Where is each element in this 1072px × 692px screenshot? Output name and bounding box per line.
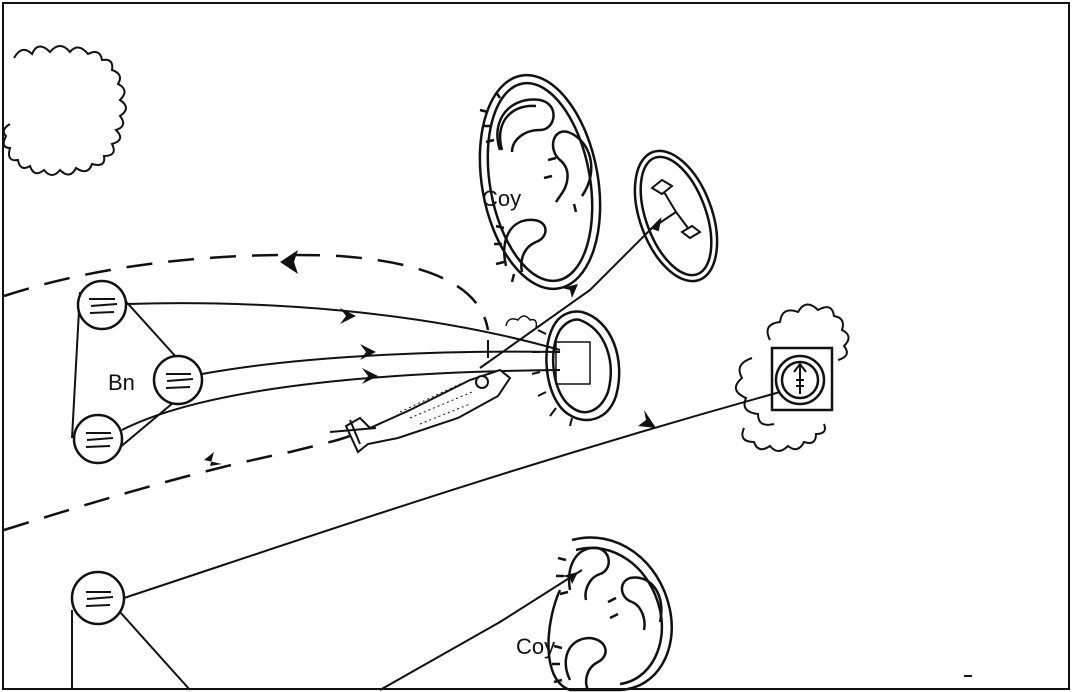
route-arrowhead — [280, 250, 298, 274]
command-post-icon — [555, 341, 591, 385]
fire-line — [479, 219, 661, 369]
anti-tank-weapon-icon — [552, 636, 607, 691]
company-position-lower: Coy — [516, 536, 673, 692]
objective-area — [633, 149, 719, 283]
battery-unit-icon — [72, 413, 124, 465]
fire-line — [121, 369, 561, 431]
attack-helicopter-icon — [329, 368, 512, 454]
helicopter-route-lower — [3, 428, 363, 532]
artillery-battery-objective — [770, 346, 834, 412]
route-arrowhead — [204, 452, 222, 466]
woods-outline-icon — [2, 45, 127, 176]
bn-label: Bn — [108, 370, 135, 395]
coy-label-lower: Coy — [516, 634, 555, 659]
helicopter-route-upper — [3, 253, 490, 331]
anti-tank-weapon-icon — [556, 546, 610, 601]
anti-tank-weapon-icon — [543, 130, 593, 213]
fire-line — [201, 350, 561, 375]
fire-line — [379, 569, 583, 691]
battery-unit-icon — [152, 354, 204, 406]
anti-tank-weapon-icon — [607, 576, 663, 631]
company-position-middle — [531, 310, 621, 427]
fire-line — [123, 391, 781, 599]
coy-label-upper: Coy — [482, 186, 521, 211]
company-position-upper: Coy — [478, 73, 602, 291]
fire-line — [125, 302, 561, 351]
battery-unit-icon — [76, 279, 128, 331]
observation-post-icon — [650, 178, 702, 240]
anti-tank-weapon-icon — [494, 218, 547, 283]
battery-unit-icon — [70, 570, 191, 691]
woods-outline-icon — [735, 303, 850, 452]
woods-outline-icon — [505, 315, 538, 329]
fire-lines — [121, 219, 781, 691]
battalion-group: Bn — [71, 279, 204, 465]
anti-tank-weapon-icon — [479, 91, 555, 153]
battery-unit-icon — [793, 362, 807, 394]
